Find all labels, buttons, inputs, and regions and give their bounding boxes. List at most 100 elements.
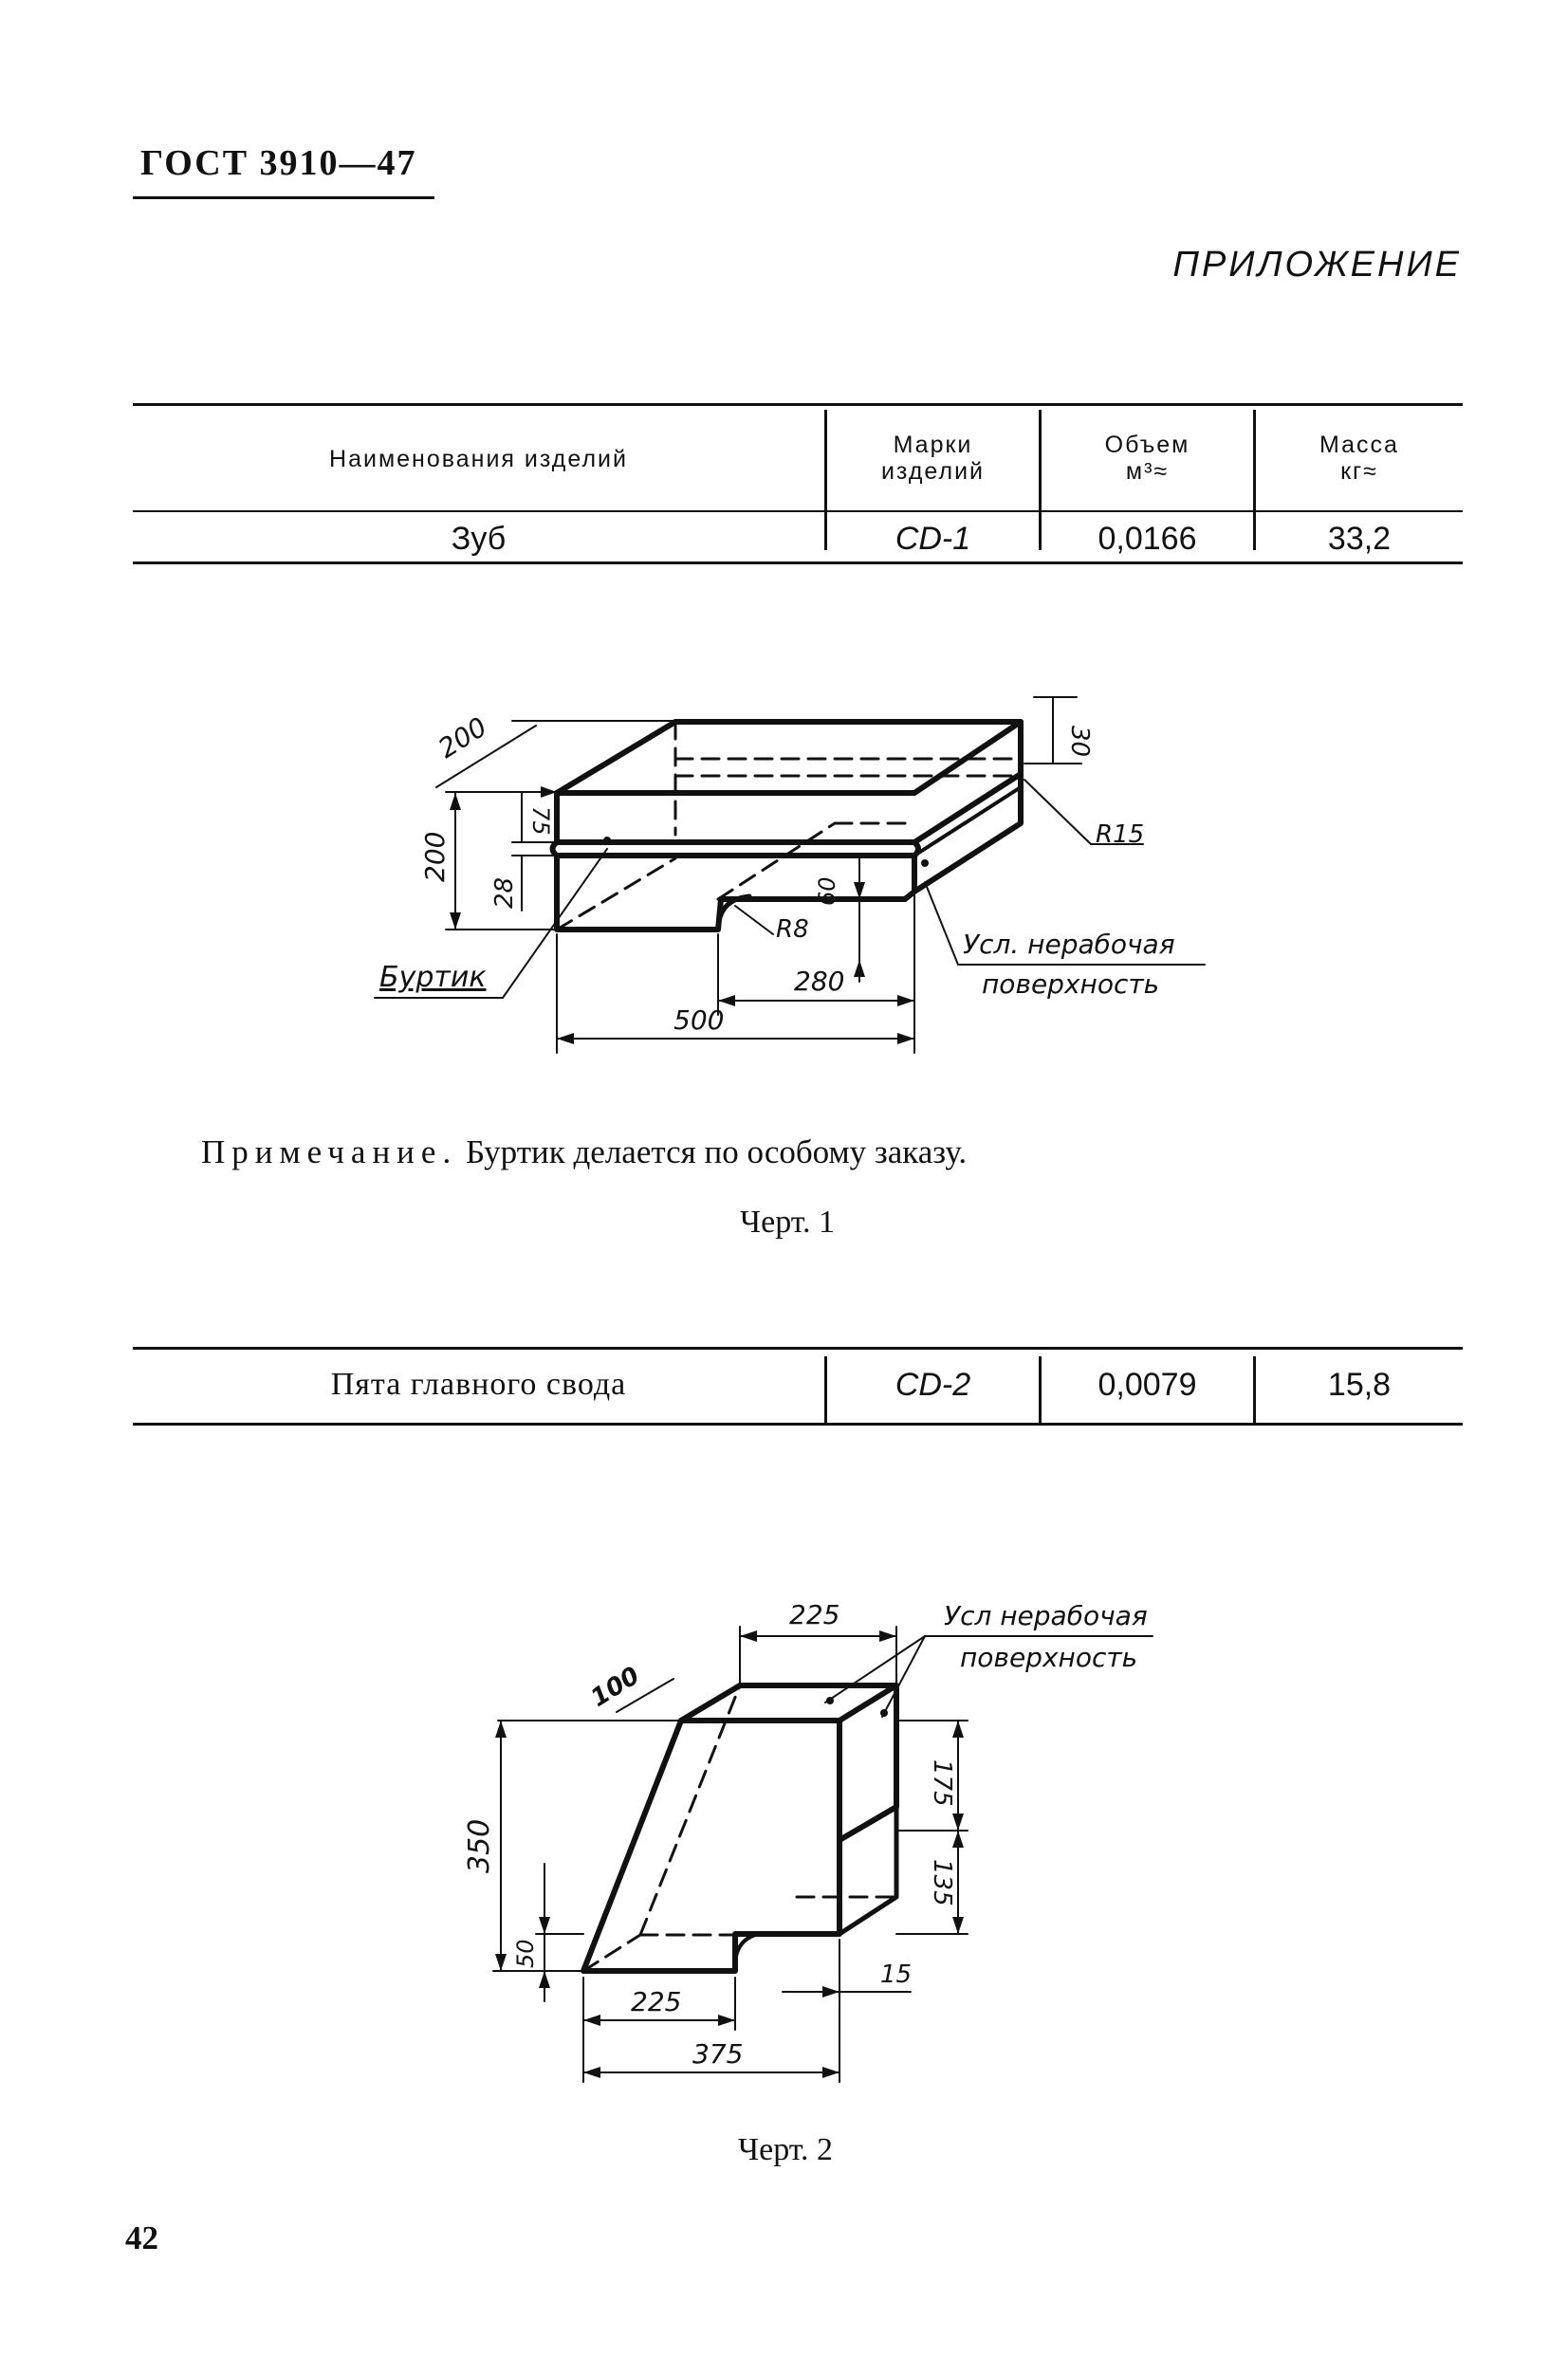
fig2-arrow — [718, 2015, 735, 2026]
table2-bottom-rule — [133, 1423, 1463, 1426]
col-header-volume: Объем м³≈ — [1104, 432, 1190, 485]
table-row-2-name: Пята главного свода — [330, 1367, 627, 1402]
fig1-leader-surface — [924, 881, 959, 966]
fig2-arrow — [822, 2067, 839, 2078]
appendix-title: ПРИЛОЖЕНИЕ — [1172, 245, 1462, 285]
fig1-label-280: 280 — [794, 966, 844, 997]
note-text: Буртик делается по особому заказу. — [457, 1133, 968, 1170]
fig1-label-surface-2: поверхность — [982, 968, 1159, 1000]
fig2-step — [837, 1804, 899, 1937]
fig1-label-30: 30 — [1065, 726, 1094, 757]
fig1-label-200-left: 200 — [419, 832, 451, 882]
fig2-label-50: 50 — [512, 1939, 539, 1968]
table-bottom-rule — [133, 562, 1463, 564]
figure-2-drawing: 225 100 350 50 175 135 15 225 375 Усл не… — [463, 1599, 1153, 2083]
fig2-label-225-top: 225 — [789, 1599, 839, 1630]
fig2-surface-point — [880, 1709, 888, 1717]
fig1-label-60: 60 — [814, 876, 840, 906]
col-header-mass: Масса кг≈ — [1319, 432, 1399, 485]
table-row-1-mass: 33,2 — [1327, 521, 1392, 557]
fig1-arrow — [541, 786, 557, 798]
fig1-burtik-side — [913, 785, 1023, 857]
fig1-arrow — [450, 912, 461, 930]
figure-1-drawing: 200 30 R15 75 200 28 R8 60 280 500 Бурти… — [374, 696, 1206, 1054]
fig1-label-burtik: Буртик — [379, 961, 486, 994]
fig1-leader-r15 — [1024, 779, 1092, 845]
fig1-label-surface-1: Усл. нерабочая — [963, 929, 1175, 960]
table-row-1-mark: CD-1 — [895, 521, 971, 557]
fig1-arrow — [897, 1033, 914, 1044]
fig2-arrow — [740, 1630, 757, 1642]
table2-top-rule — [133, 1347, 1463, 1350]
fig1-arrow — [854, 960, 865, 977]
fig1-label-r15: R15 — [1096, 820, 1144, 849]
table-row-2-mark: CD-2 — [895, 1367, 971, 1403]
table-divider — [1253, 410, 1256, 550]
fig2-arrow — [952, 1721, 964, 1738]
fig2-arrow — [952, 1813, 964, 1831]
fig1-label-r8: R8 — [776, 915, 809, 944]
fig1-burtik-point — [603, 837, 611, 844]
fig2-arrow — [879, 1630, 896, 1642]
fig2-arrow — [539, 1917, 550, 1934]
fig1-label-75: 75 — [527, 806, 554, 836]
fig2-dim-100 — [616, 1678, 674, 1713]
fig2-leader-surface — [824, 1635, 926, 1703]
fig2-hidden-edge — [581, 1933, 642, 1973]
fig2-label-surface-2: поверхность — [960, 1642, 1137, 1673]
table-row-1-volume: 0,0166 — [1098, 521, 1197, 557]
fig2-label-350: 350 — [463, 1819, 496, 1873]
fig1-dim-200-top — [435, 725, 537, 788]
table-divider — [1039, 1356, 1042, 1423]
fig1-hidden-edge — [716, 821, 837, 901]
table-divider — [1039, 410, 1042, 550]
fig1-arrow — [897, 995, 914, 1006]
page-number: 42 — [125, 2219, 158, 2256]
figure-2-caption: Черт. 2 — [738, 2132, 834, 2167]
fig1-arrow — [718, 995, 735, 1006]
fig2-arrow — [583, 2067, 600, 2078]
table-top-rule — [133, 403, 1463, 406]
fig2-arrow — [495, 1721, 507, 1738]
fig2-arrow — [952, 1917, 964, 1934]
document-id: ГОСТ 3910—47 — [140, 143, 417, 183]
fig1-label-28: 28 — [490, 877, 519, 909]
fig2-surface-point — [826, 1697, 834, 1704]
table-header-rule — [133, 510, 1463, 512]
col-header-mark: Марки изделий — [880, 432, 986, 485]
fig2-label-15: 15 — [880, 1961, 912, 1989]
fig2-leader-surface — [881, 1635, 926, 1718]
fig1-hidden-edge — [555, 856, 677, 931]
fig2-label-175: 175 — [928, 1759, 956, 1807]
table-row-1-name: Зуб — [451, 521, 507, 557]
fig1-surface-point — [921, 859, 929, 867]
fig1-arrow — [450, 793, 461, 810]
fig2-label-135: 135 — [928, 1859, 956, 1906]
fig1-top-block-outline — [554, 719, 1024, 845]
fig2-arrow — [583, 2015, 600, 2026]
fig2-hidden-edge — [638, 1684, 742, 1937]
fig2-label-surface-1: Усл нерабочая — [944, 1600, 1148, 1631]
fig1-arrow — [854, 882, 865, 899]
note: Примечание. Буртик делается по особому з… — [201, 1133, 967, 1171]
header-rule — [133, 196, 434, 199]
fig1-label-500: 500 — [673, 1004, 724, 1036]
fig2-fillet — [732, 1932, 761, 1973]
fig2-arrow — [822, 1986, 839, 1998]
table-row-2-mass: 15,8 — [1327, 1367, 1392, 1403]
fig1-r8-fillet — [715, 893, 752, 932]
fig1-right-side — [912, 771, 1024, 894]
fig2-arrow — [539, 1971, 550, 1988]
note-label: Примечание. — [201, 1133, 458, 1170]
fig2-label-100: 100 — [586, 1662, 645, 1713]
table-row-2-volume: 0,0079 — [1098, 1367, 1197, 1403]
fig1-label-200-top: 200 — [433, 711, 492, 764]
fig2-label-225-bottom: 225 — [631, 1986, 681, 2017]
fig1-burtik-outline — [549, 839, 921, 858]
fig2-label-375: 375 — [692, 2038, 743, 2070]
fig2-arrow — [495, 1954, 507, 1971]
figure-1-caption: Черт. 1 — [740, 1205, 836, 1240]
table-divider — [1253, 1356, 1256, 1423]
table-divider — [824, 410, 827, 550]
fig1-leader-burtik — [502, 848, 608, 999]
